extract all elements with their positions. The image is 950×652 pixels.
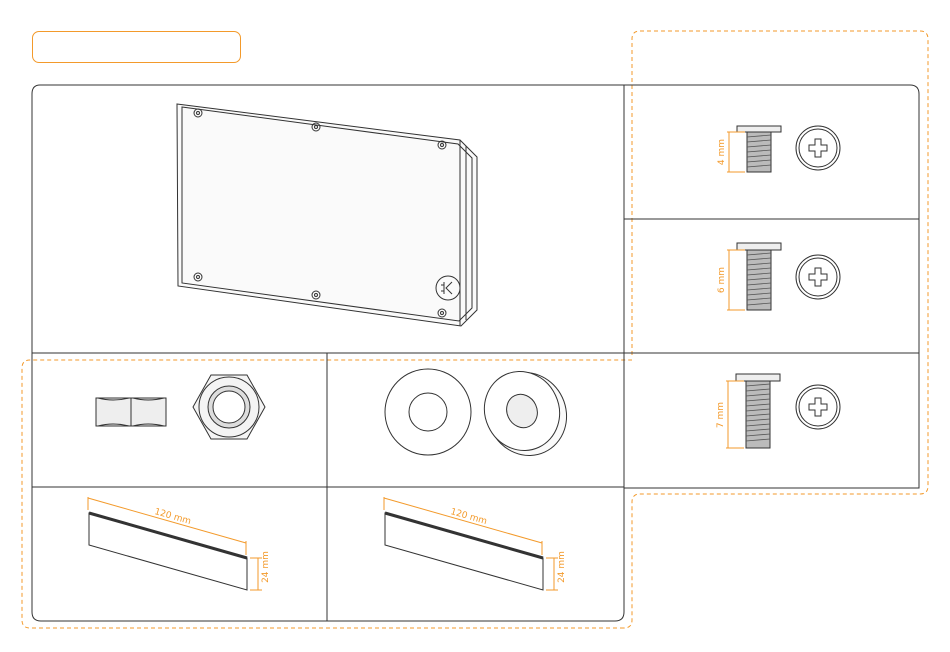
- washer-icon: [472, 359, 581, 468]
- phillips-head-icon: [796, 385, 840, 429]
- hex-nut-icon: [96, 398, 166, 426]
- strip-height-label: 24 mm: [557, 551, 567, 583]
- dashed-outline-right-top: [632, 31, 640, 355]
- hex-nut-icon: [193, 375, 265, 439]
- screw-7mm: [726, 374, 780, 448]
- phillips-head-icon: [796, 126, 840, 170]
- backplate: [177, 104, 477, 326]
- foam-strip: [384, 497, 558, 590]
- screw-6mm: [727, 243, 781, 310]
- screw-length-label: 6 mm: [717, 267, 727, 293]
- screw-4mm: [727, 126, 781, 172]
- phillips-head-icon: [796, 255, 840, 299]
- screw-length-label: 7 mm: [716, 402, 726, 428]
- strip-length-label: 120 mm: [449, 507, 488, 527]
- strip-length-label: 120 mm: [153, 507, 192, 527]
- foam-strip: [88, 497, 262, 590]
- strip-height-label: 24 mm: [261, 551, 271, 583]
- washer-icon: [385, 369, 471, 455]
- dashed-outline-right: [624, 31, 928, 628]
- screw-length-label: 4 mm: [717, 139, 727, 165]
